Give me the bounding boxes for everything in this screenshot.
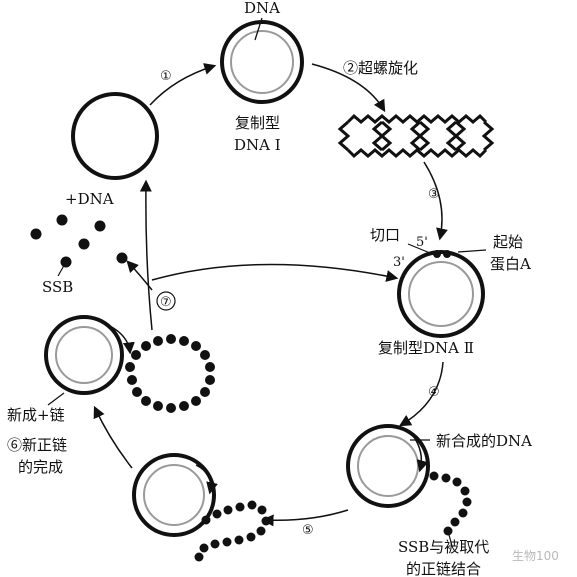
- rf-dna-2-circle: [397, 250, 485, 338]
- plus-dna-label: +DNA: [65, 190, 114, 208]
- step6-label-line2: 的完成: [18, 458, 63, 476]
- new-dna-label: 新合成的DNA: [436, 432, 532, 450]
- step3-arrow: [423, 161, 448, 241]
- three-prime-label: 3': [393, 255, 405, 270]
- ssb-bind-label-line1: SSB与被取代: [398, 538, 489, 556]
- origin-protein-pointer: [457, 249, 487, 253]
- step7-arrow-ssb: [126, 260, 153, 291]
- step2-arrow: [311, 63, 386, 113]
- origin-protein-dot-1: [433, 250, 441, 258]
- step2-label: ②超螺旋化: [343, 59, 418, 77]
- watermark: 生物100: [512, 549, 559, 563]
- step4-arrow: [398, 361, 444, 427]
- ssb-pointer: [57, 261, 67, 277]
- origin-protein-label-line1: 起始: [493, 233, 523, 251]
- step7-arrow-up: [139, 179, 153, 331]
- rf1-label-line2: DNA Ⅰ: [234, 136, 281, 154]
- new-plus-label: 新成+链: [7, 406, 65, 424]
- ssb-bind-pointer: [447, 530, 453, 547]
- displaced-strand-beads: [194, 500, 271, 562]
- ssb-ring-beads: [125, 334, 215, 413]
- step7-arrow-right: [151, 263, 399, 282]
- step1-label: ①: [160, 69, 172, 84]
- step4-label: ④: [428, 385, 440, 400]
- free-ssb-dots: [30, 214, 128, 268]
- new-dna-growth-arrow: [411, 433, 429, 473]
- displaced-growth-arrow: [195, 464, 218, 495]
- rf-dna-1-circle: [220, 20, 304, 104]
- ring-growth-arrow: [107, 324, 135, 355]
- step3-label: ③: [428, 187, 440, 202]
- rf1-label-line1: 复制型: [235, 114, 280, 132]
- five-prime-label: 5': [416, 235, 428, 250]
- rf2-label: 复制型DNA Ⅱ: [378, 339, 474, 357]
- displaced-strand-circle: [132, 453, 216, 537]
- nick-pointer: [407, 243, 431, 254]
- step5-label: ⑤: [302, 523, 314, 538]
- step7-label: ⑦: [160, 295, 172, 310]
- nick-label: 切口: [370, 226, 400, 244]
- step5-arrow: [261, 509, 349, 527]
- step1-arrow: [149, 63, 217, 106]
- step7-badge: [156, 291, 176, 311]
- dna-pointer-line: [254, 17, 263, 41]
- step6-arrow: [93, 405, 133, 469]
- dna-label: DNA: [244, 0, 280, 17]
- origin-protein-label-line2: 蛋白A: [490, 255, 531, 273]
- ssb-bind-label-line2: 的正链结合: [406, 560, 481, 577]
- origin-protein-dot-2: [443, 250, 451, 258]
- completed-strand-circle: [44, 315, 124, 395]
- new-plus-pointer: [47, 392, 65, 406]
- new-dna-circle: [346, 424, 430, 508]
- supercoiled-dna: [337, 113, 495, 159]
- plus-dna-circle: [71, 92, 159, 180]
- step6-label-line1: ⑥新正链: [7, 436, 67, 454]
- ssb-label: SSB: [42, 278, 73, 296]
- ssb-tail-beads: [429, 471, 472, 536]
